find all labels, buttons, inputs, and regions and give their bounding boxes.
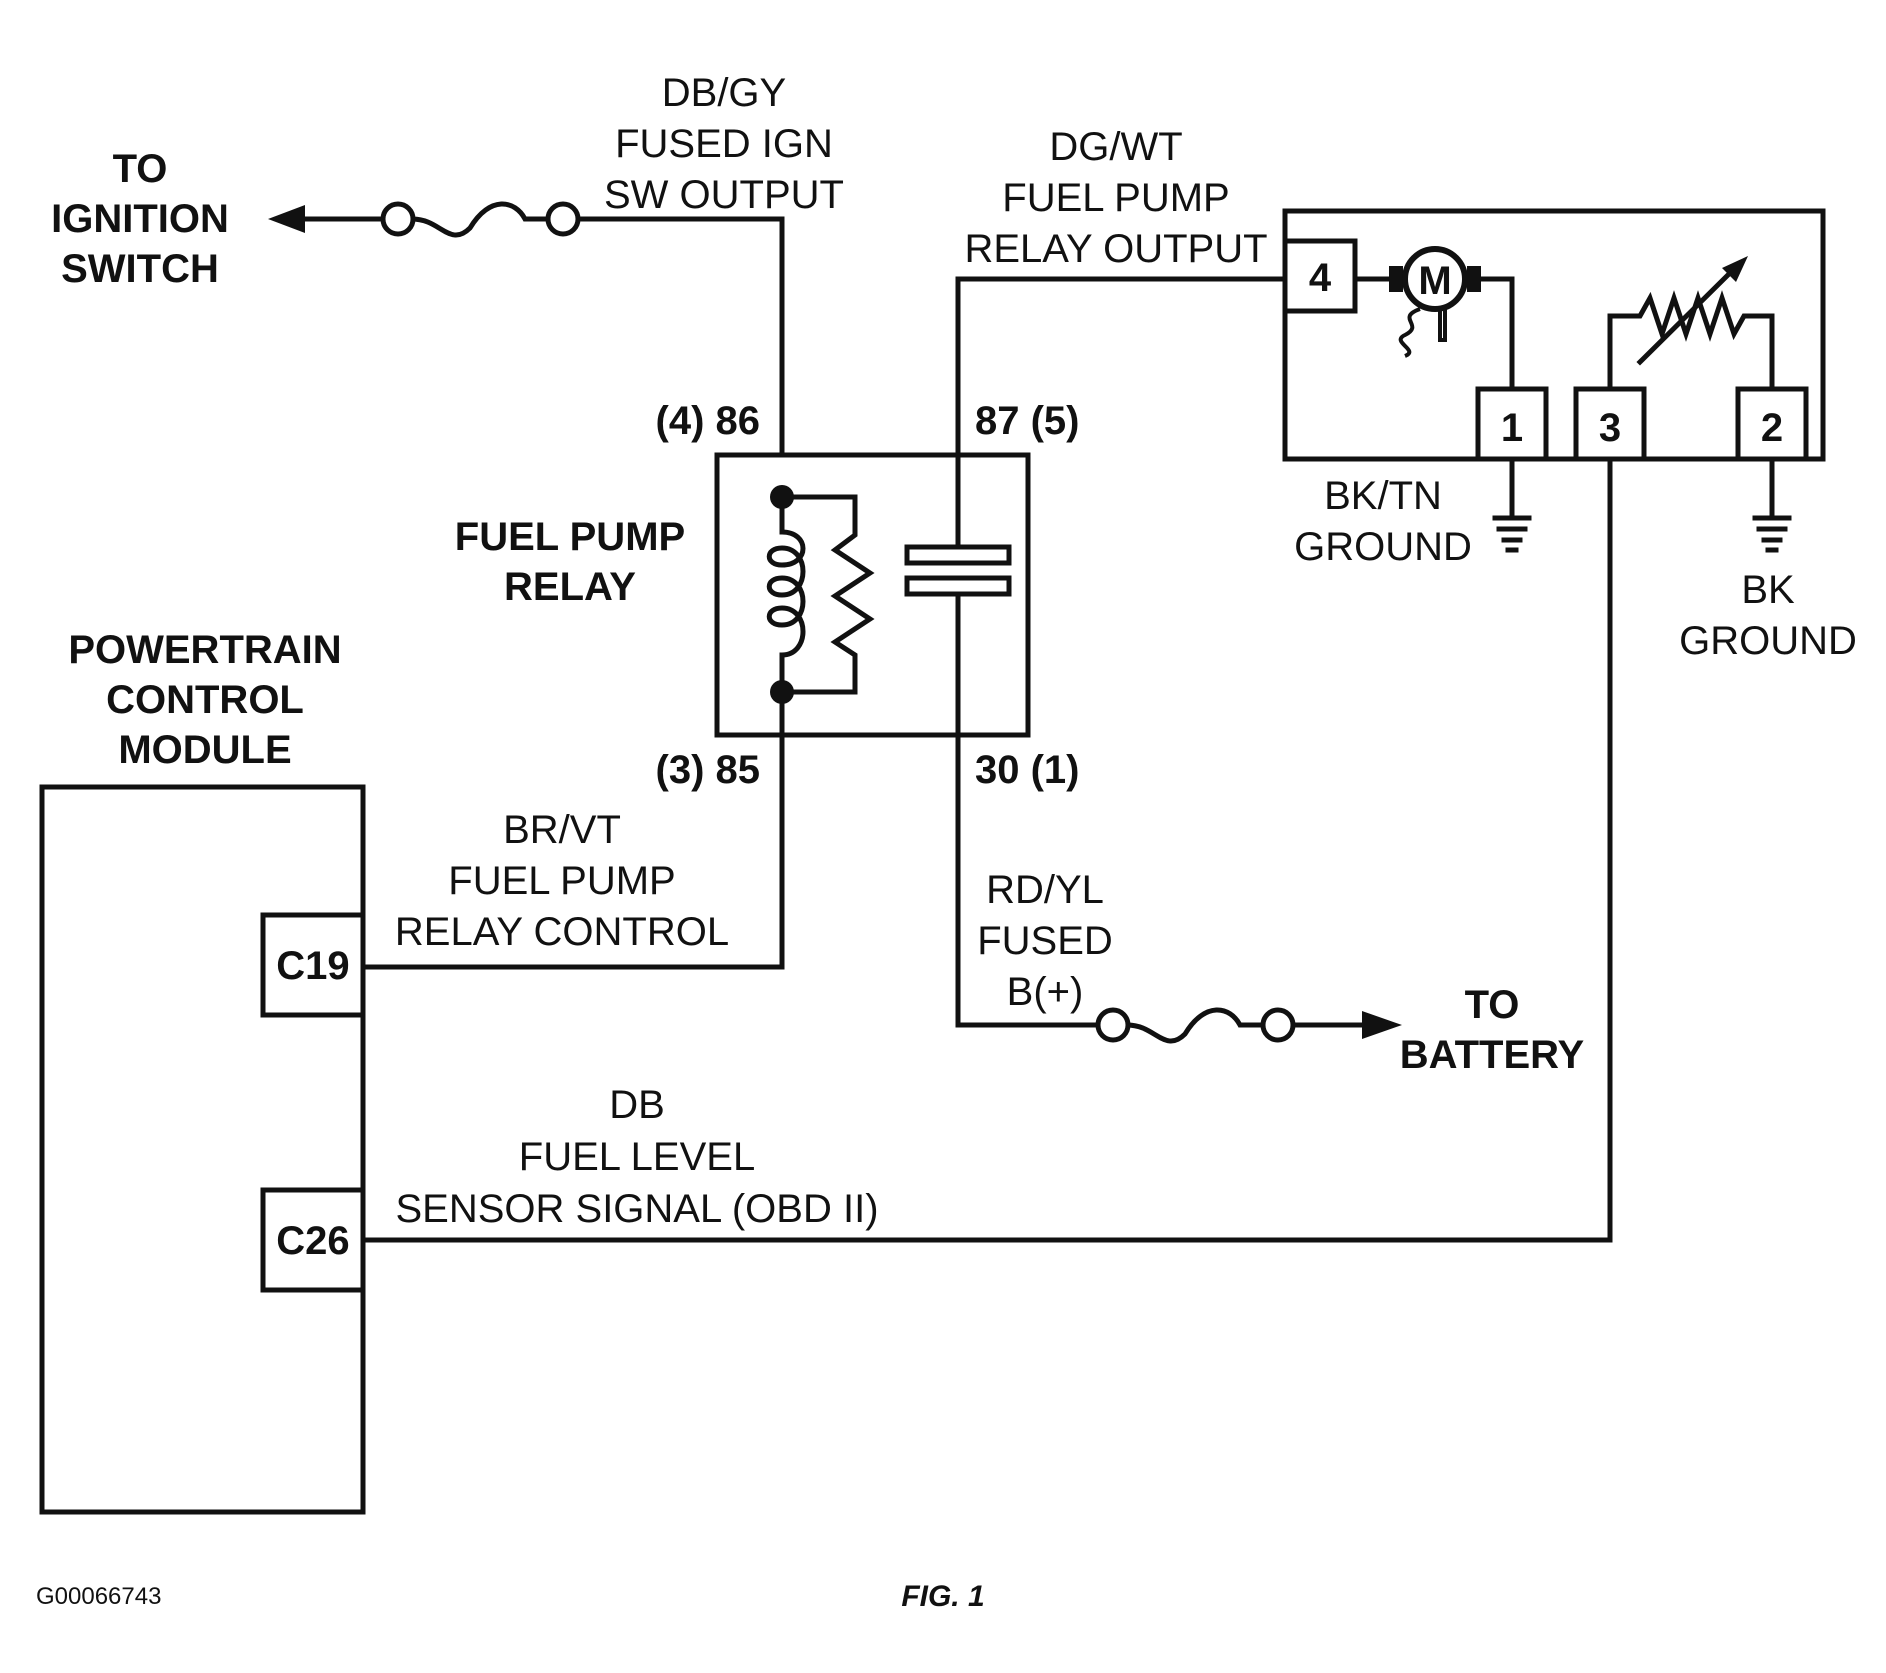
module-pin-2-label: 2	[1761, 406, 1783, 450]
relay-pin-85-label: (3) 85	[656, 748, 761, 792]
db-line-1: DB	[609, 1083, 665, 1127]
dg-wt-wire-label: DG/WT FUEL PUMP RELAY OUTPUT	[964, 125, 1267, 271]
bk-line-2: GROUND	[1679, 619, 1857, 663]
br-vt-wire-label: BR/VT FUEL PUMP RELAY CONTROL	[395, 808, 729, 954]
to-ignition-switch-label: TO IGNITION SWITCH	[51, 147, 229, 291]
relay-resistor-icon	[779, 494, 875, 695]
pcm-line-1: POWERTRAIN	[68, 628, 341, 672]
dg-wt-line-1: DG/WT	[1049, 125, 1182, 169]
bk-tn-ground-label: BK/TN GROUND	[1294, 474, 1472, 569]
rd-yl-wire-label: RD/YL FUSED B(+)	[977, 868, 1113, 1014]
pcm-pin-c19-label: C19	[276, 944, 349, 988]
bk-ground-icon	[1752, 456, 1792, 553]
module-pin-1-label: 1	[1501, 406, 1523, 450]
db-wire-label: DB FUEL LEVEL SENSOR SIGNAL (OBD II)	[395, 1083, 878, 1231]
to-ignition-line-1: TO	[113, 147, 168, 191]
bk-tn-line-2: GROUND	[1294, 525, 1472, 569]
dg-wt-wire	[955, 276, 1288, 461]
to-ignition-line-2: IGNITION	[51, 197, 229, 241]
db-line-2: FUEL LEVEL	[519, 1135, 755, 1179]
br-vt-wire	[360, 689, 785, 970]
rd-yl-line-2: FUSED	[977, 919, 1113, 963]
module-pin-1: 1	[1475, 386, 1549, 462]
rd-yl-line-3: B(+)	[1007, 970, 1084, 1014]
db-gy-wire	[575, 216, 785, 498]
motor-label: M	[1418, 259, 1451, 303]
to-ignition-line-3: SWITCH	[61, 247, 219, 291]
motor-lead-right	[1478, 276, 1515, 395]
module-pin-3: 3	[1573, 386, 1647, 462]
motor-icon: M	[1389, 246, 1481, 358]
pcm-pin-c26: C26	[260, 1187, 366, 1293]
bk-tn-ground-icon	[1492, 456, 1532, 553]
relay-pin-87-label: 87 (5)	[975, 399, 1080, 443]
bk-ground-label: BK GROUND	[1679, 568, 1857, 663]
br-vt-line-2: FUEL PUMP	[448, 859, 675, 903]
br-vt-line-1: BR/VT	[503, 808, 621, 852]
battery-fuse-icon	[1095, 1007, 1296, 1044]
relay-name-line-2: RELAY	[504, 565, 636, 609]
relay-contact-icon	[904, 455, 1012, 1028]
relay-name-line-1: FUEL PUMP	[455, 515, 685, 559]
ignition-arrow	[268, 205, 385, 233]
battery-arrow	[1290, 1011, 1402, 1039]
db-line-3: SENSOR SIGNAL (OBD II)	[395, 1187, 878, 1231]
db-gy-line-1: DB/GY	[662, 71, 786, 115]
fuel-pump-relay-label: FUEL PUMP RELAY	[455, 515, 685, 609]
bk-line-1: BK	[1741, 568, 1795, 612]
module-pin-4: 4	[1282, 238, 1358, 314]
to-battery-line-2: BATTERY	[1400, 1033, 1585, 1077]
pcm-box	[39, 784, 366, 1515]
pcm-line-2: CONTROL	[106, 678, 304, 722]
module-pin-4-label: 4	[1309, 256, 1332, 300]
db-gy-line-2: FUSED IGN	[615, 122, 833, 166]
pcm-label: POWERTRAIN CONTROL MODULE	[68, 628, 341, 772]
fuel-level-sensor-icon	[1607, 256, 1775, 392]
pcm-pin-c26-label: C26	[276, 1219, 349, 1263]
figure-caption: FIG. 1	[901, 1580, 984, 1613]
to-battery-line-1: TO	[1465, 983, 1520, 1027]
dg-wt-line-3: RELAY OUTPUT	[964, 227, 1267, 271]
db-gy-line-3: SW OUTPUT	[604, 173, 844, 217]
pcm-pin-c19: C19	[260, 912, 366, 1018]
dg-wt-line-2: FUEL PUMP	[1002, 176, 1229, 220]
bk-tn-line-1: BK/TN	[1324, 474, 1442, 518]
db-gy-wire-label: DB/GY FUSED IGN SW OUTPUT	[604, 71, 844, 217]
to-battery-label: TO BATTERY	[1400, 983, 1585, 1077]
module-pin-2: 2	[1735, 386, 1809, 462]
module-pin-3-label: 3	[1599, 406, 1621, 450]
ignition-fuse-icon	[380, 201, 581, 238]
figure-id: G00066743	[36, 1583, 161, 1610]
br-vt-line-3: RELAY CONTROL	[395, 910, 729, 954]
pcm-line-3: MODULE	[118, 728, 291, 772]
relay-pin-86-label: (4) 86	[656, 399, 761, 443]
relay-pin-30-label: 30 (1)	[975, 748, 1080, 792]
db-wire	[360, 452, 1613, 1243]
rd-yl-line-1: RD/YL	[986, 868, 1104, 912]
